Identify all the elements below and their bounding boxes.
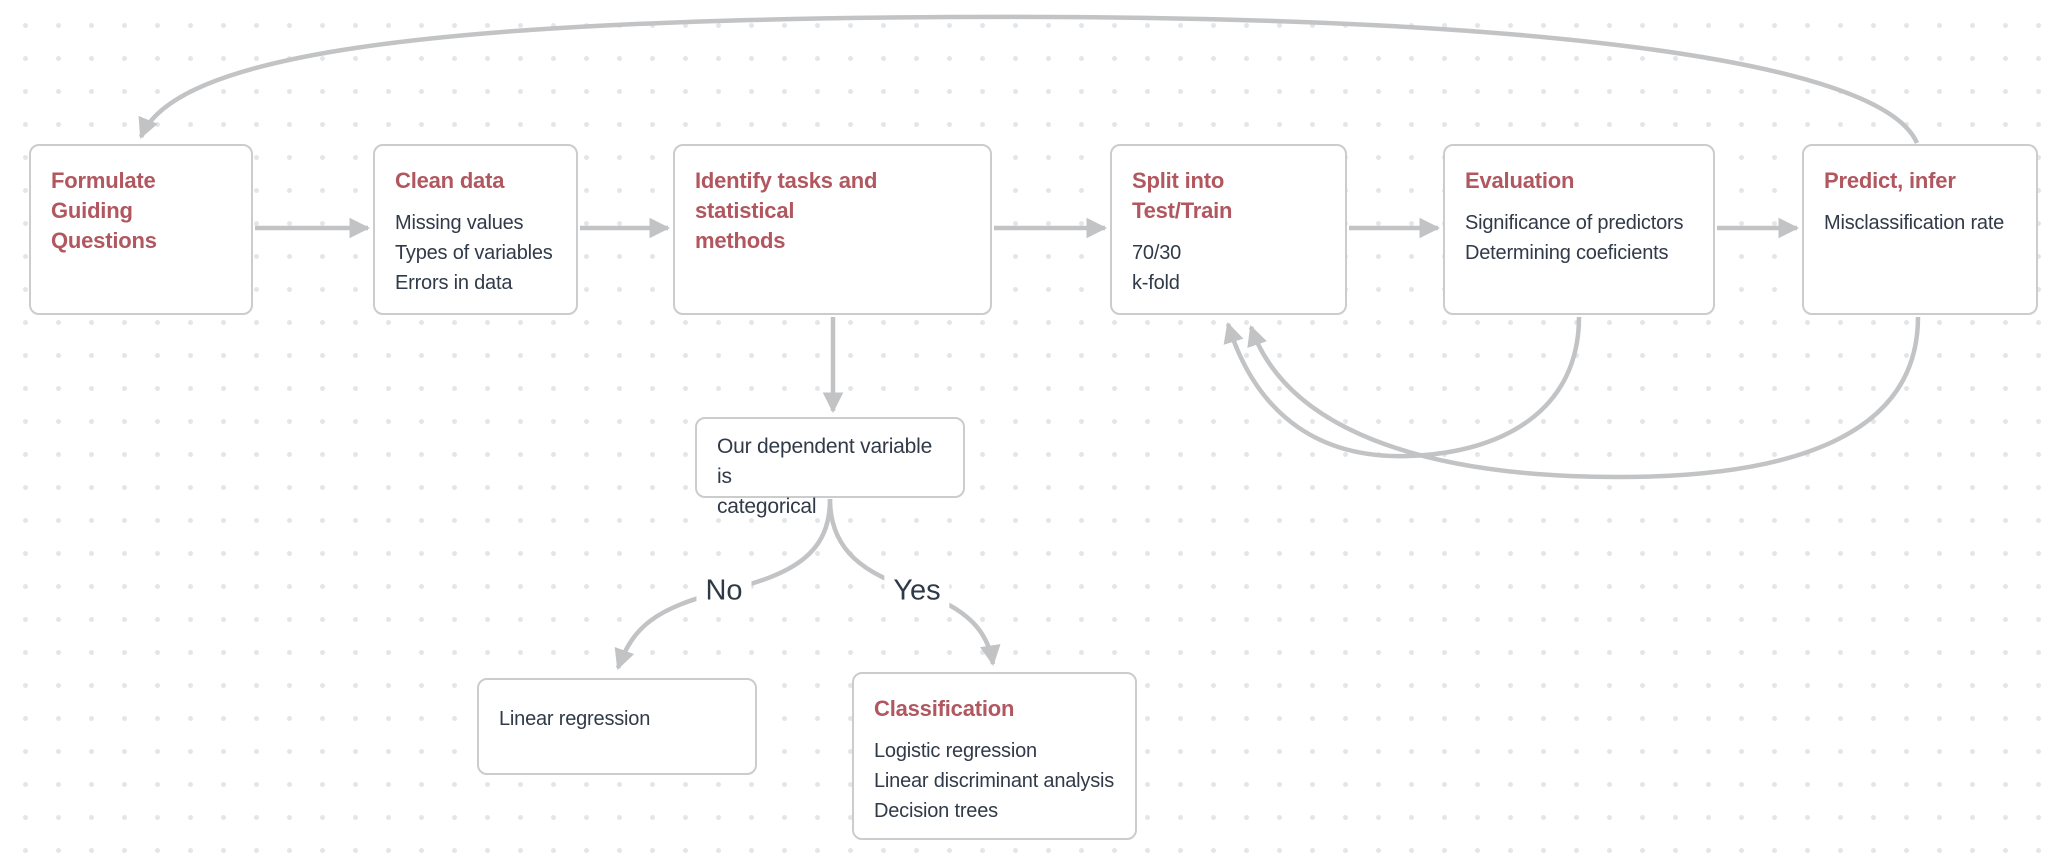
decision-text: Our dependent variable is categorical xyxy=(717,435,933,518)
node-title: Evaluation xyxy=(1465,168,1575,193)
node-title: Predict, infer xyxy=(1824,168,1956,193)
feedback-arc-predict-to-formulate xyxy=(138,14,1920,144)
node-line: Significance of predictors xyxy=(1465,212,1684,234)
node-title: Split into Test/Train xyxy=(1132,168,1233,223)
node-line: Linear discriminant analysis xyxy=(874,770,1115,792)
node-evaluation[interactable]: Evaluation Significance of predictors De… xyxy=(1443,144,1715,315)
branch-label-no: No xyxy=(696,572,752,610)
node-split-test-train[interactable]: Split into Test/Train 70/30 k-fold xyxy=(1110,144,1347,315)
node-title: Identify tasks and statistical methods xyxy=(695,168,878,253)
node-title: Formulate Guiding Questions xyxy=(51,168,157,253)
node-classification[interactable]: Classification Logistic regression Linea… xyxy=(852,672,1137,840)
node-line: Determining coeficients xyxy=(1465,242,1669,264)
node-title: Clean data xyxy=(395,168,505,193)
node-line: 70/30 xyxy=(1132,242,1182,264)
node-identify-tasks[interactable]: Identify tasks and statistical methods xyxy=(673,144,992,315)
branch-label-yes: Yes xyxy=(884,572,950,610)
node-line: Missing values xyxy=(395,212,524,234)
node-line: Misclassification rate xyxy=(1824,212,2005,234)
node-line: Logistic regression xyxy=(874,740,1037,762)
node-line: Decision trees xyxy=(874,800,998,822)
node-line: Types of variables xyxy=(395,242,553,264)
node-line: Errors in data xyxy=(395,272,513,294)
node-predict-infer[interactable]: Predict, infer Misclassification rate xyxy=(1802,144,2038,315)
node-clean-data[interactable]: Clean data Missing values Types of varia… xyxy=(373,144,578,315)
node-line: k-fold xyxy=(1132,272,1180,294)
node-decision-dependent-variable[interactable]: Our dependent variable is categorical xyxy=(695,417,965,518)
node-line: Linear regression xyxy=(499,708,651,730)
node-formulate-guiding-questions[interactable]: Formulate Guiding Questions xyxy=(29,144,253,315)
feedback-loop-predict-to-split xyxy=(1247,316,1921,480)
node-title: Classification xyxy=(874,696,1015,721)
feedback-loop-evaluation-to-split xyxy=(1223,316,1582,459)
node-linear-regression[interactable]: Linear regression xyxy=(477,678,757,775)
